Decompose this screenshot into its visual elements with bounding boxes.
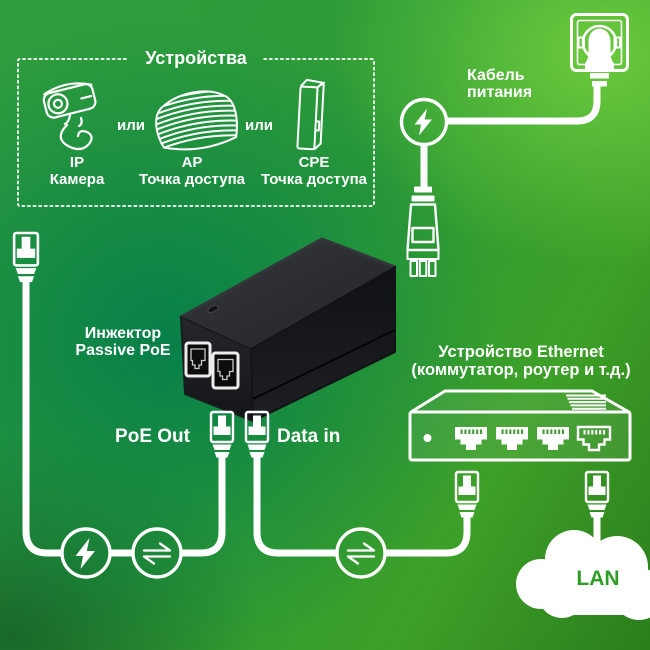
- injector-label: Инжектор Passive PoE: [75, 325, 171, 359]
- access-point-dome-icon: [151, 89, 241, 152]
- ethernet-device-label-line: Устройство Ethernet: [438, 343, 604, 361]
- devices-box-title: Устройства: [145, 48, 247, 68]
- device-label-line: CPE: [298, 154, 330, 171]
- poe-injector-device: [179, 237, 397, 422]
- devices-box-border: [17, 58, 375, 207]
- device-label-line: AP: [181, 154, 203, 171]
- poe-out-cable-line-a: [22, 280, 61, 557]
- poe-out-connector-icon: [209, 410, 235, 459]
- dc-plug-icon: [406, 186, 440, 277]
- lan-label: LAN: [576, 567, 620, 590]
- power-circle-icon: [399, 97, 449, 147]
- switch-connector-icon: [454, 470, 480, 519]
- double-arrow-icon: [142, 542, 172, 565]
- switch-port-3: [537, 427, 569, 450]
- injector-led: [207, 305, 219, 313]
- switch-port-1: [455, 427, 487, 450]
- ethernet-device-label: Устройство Ethernet (коммутатор, роутер …: [411, 343, 631, 379]
- data-legend-circle-2: [335, 527, 387, 579]
- ip-camera-icon: [42, 82, 97, 151]
- switch-port-2: [496, 427, 528, 450]
- device-label-ip-camera: IP Камера: [50, 154, 105, 188]
- switch-vent-lines: [566, 394, 606, 410]
- ethernet-device-label-line: (коммутатор, роутер и т.д.): [411, 360, 631, 379]
- device-label-line: Точка доступа: [260, 171, 368, 188]
- data-in-cable-line-a: [253, 456, 336, 557]
- switch-led: [423, 434, 432, 442]
- poe-out-label: PoE Out: [115, 426, 190, 447]
- switch-port-4: [576, 425, 612, 452]
- lan-connector-icon: [584, 470, 610, 519]
- lightning-bolt-icon: [75, 538, 95, 569]
- data-in-label: Data in: [277, 426, 341, 447]
- poe-out-cable-line-c: [182, 456, 226, 557]
- double-arrow-icon: [346, 542, 376, 565]
- lightning-bolt-icon: [414, 108, 432, 136]
- power-legend-circle: [60, 527, 112, 579]
- injector-label-line: Инжектор: [84, 325, 162, 342]
- device-label-line: IP: [69, 154, 85, 171]
- lan-cloud: [516, 530, 650, 620]
- power-plug-icon: [585, 28, 614, 94]
- injector-port-poe: [184, 341, 212, 378]
- ethernet-switch-icon: [408, 389, 632, 462]
- cable-lines: [22, 89, 601, 557]
- device-label-line: Точка доступа: [138, 171, 246, 188]
- device-label-line: Камера: [49, 171, 105, 188]
- injector-label-line: Passive PoE: [75, 341, 171, 359]
- power-cable-label-line: питания: [467, 83, 533, 101]
- cpe-device-icon: [296, 78, 325, 151]
- power-cable-label-line: Кабель: [467, 67, 525, 84]
- data-legend-circle-1: [131, 527, 183, 579]
- device-label-cpe: CPE Точка доступа: [261, 154, 367, 188]
- device-label-ap: AP Точка доступа: [139, 154, 245, 188]
- power-cable-line: [446, 89, 601, 125]
- ethernet-connector-icon: [12, 231, 40, 284]
- power-cable-label: Кабель питания: [467, 67, 533, 101]
- or-label: или: [117, 117, 145, 134]
- data-in-cable-line-b: [386, 516, 471, 557]
- or-label: или: [245, 117, 273, 134]
- injector-port-data: [211, 351, 240, 390]
